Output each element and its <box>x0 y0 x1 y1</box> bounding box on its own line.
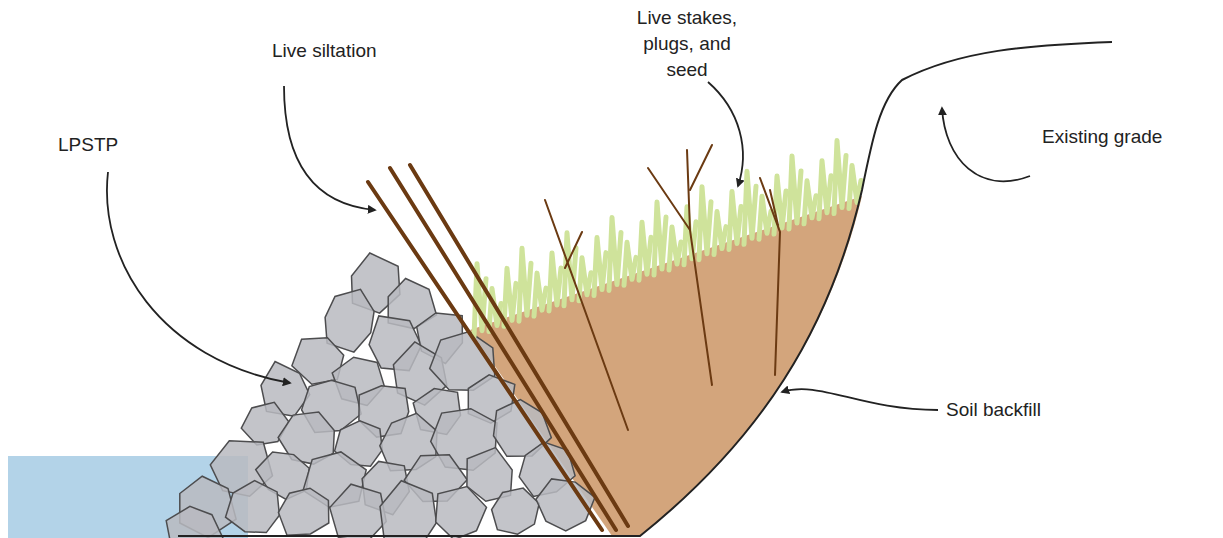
rock <box>436 487 487 538</box>
rock <box>226 481 280 533</box>
grass-stroke <box>774 176 786 234</box>
grass-stroke <box>639 222 651 280</box>
live-siltation-branches <box>368 165 628 530</box>
callout-label: Live stakes, plugs, and seed <box>628 5 746 83</box>
grass-stroke <box>609 217 621 290</box>
grass-stroke <box>744 171 756 244</box>
grass-stroke <box>549 253 561 311</box>
leader-lines <box>107 82 1030 410</box>
ground-profile <box>178 42 1112 536</box>
callout-label: LPSTP <box>58 132 118 158</box>
grass-stroke <box>729 191 741 249</box>
grass-stroke <box>654 202 666 275</box>
callout-label: Live siltation <box>272 38 377 64</box>
grass-stroke <box>819 161 831 219</box>
rock <box>492 488 540 534</box>
grass-stroke <box>834 141 846 214</box>
grass-stroke <box>579 258 591 301</box>
grass-stroke <box>789 156 801 229</box>
rock <box>380 481 437 538</box>
callout-label: Soil backfill <box>946 397 1041 423</box>
grass-stroke <box>804 181 816 224</box>
soil-backfill <box>470 196 862 536</box>
grass-stroke <box>504 268 516 326</box>
grass-stroke <box>699 187 711 260</box>
callout-label: Existing grade <box>1042 124 1162 150</box>
grass-stroke <box>669 227 681 270</box>
grass-stroke <box>534 273 546 316</box>
live-stakes <box>545 145 780 430</box>
grass-stroke <box>624 242 636 285</box>
rock <box>166 506 223 538</box>
grass-plugs <box>474 141 861 337</box>
grass-stroke <box>594 238 606 296</box>
grass-stroke <box>714 212 726 255</box>
grass-stroke <box>519 248 531 321</box>
rock <box>330 484 387 538</box>
rock <box>278 488 328 535</box>
